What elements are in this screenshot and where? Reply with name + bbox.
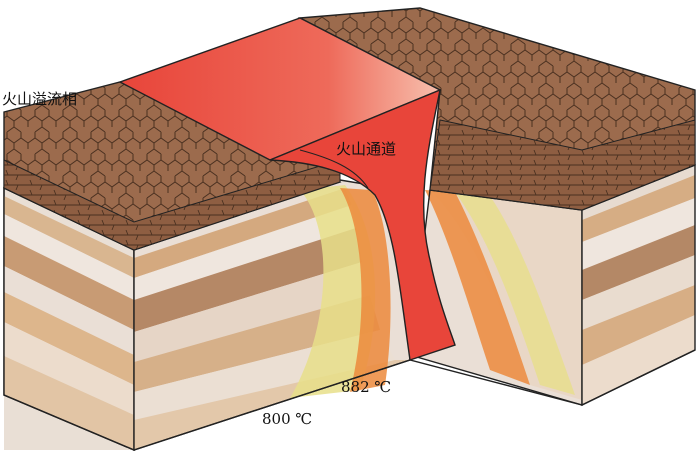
temperature-800-label: 800 ℃ [262, 410, 313, 428]
volcanic-conduit [118, 17, 456, 361]
right-block-front-face [409, 189, 583, 406]
block-bottom-edge [3, 349, 696, 451]
overflow-facies-label: 火山溢流相 [2, 90, 78, 108]
right-overflow-layer [297, 7, 696, 211]
volcanic-conduit-label: 火山通道 [336, 140, 397, 158]
temperature-882-label: 882 ℃ [341, 378, 392, 396]
